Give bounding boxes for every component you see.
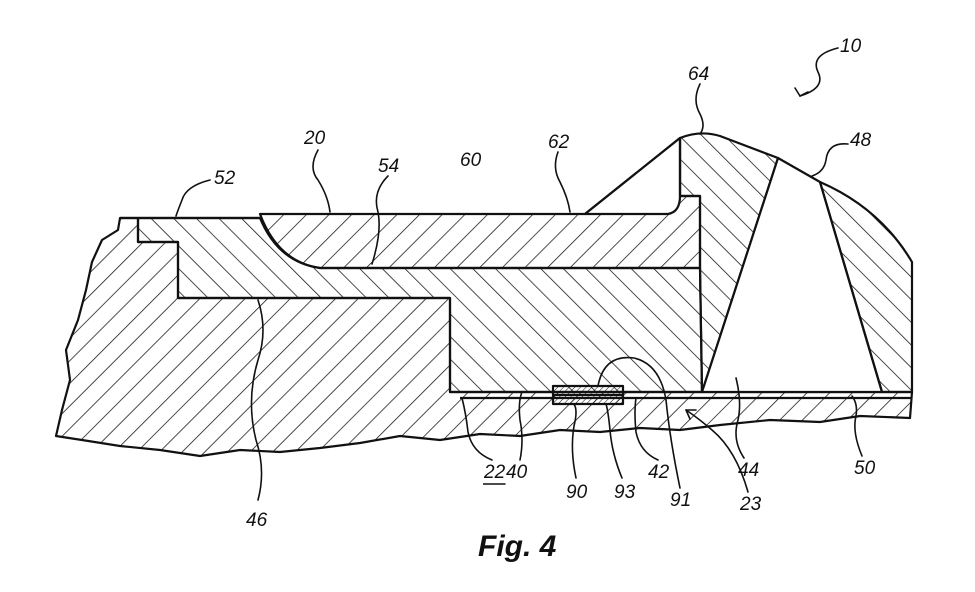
ref-label-46: 46	[246, 510, 268, 531]
leader-52	[176, 180, 210, 216]
plate-recess-62	[585, 138, 680, 214]
leader-10	[800, 48, 838, 96]
leader-48	[812, 144, 848, 176]
leader-62	[555, 152, 570, 212]
ref-label-90: 90	[566, 482, 588, 503]
ref-label-20: 20	[303, 128, 326, 149]
ref-label-50: 50	[854, 458, 876, 479]
leader-64	[696, 84, 703, 134]
ref-label-42: 42	[648, 462, 670, 483]
ref-label-60: 60	[460, 150, 482, 171]
ref-label-91: 91	[670, 490, 691, 511]
ref-label-23: 23	[739, 494, 762, 515]
arrow-10	[795, 88, 808, 96]
ref-label-40: 40	[506, 462, 528, 483]
ref-label-93: 93	[614, 482, 636, 503]
ref-label-62: 62	[548, 132, 570, 153]
leader-20	[313, 150, 330, 212]
ref-label-52: 52	[214, 168, 236, 189]
ref-label-64: 64	[688, 64, 709, 85]
ref-label-44: 44	[738, 460, 759, 481]
ref-label-54: 54	[378, 156, 399, 177]
ref-label-22: 22	[483, 462, 506, 483]
ref-label-48: 48	[850, 130, 872, 151]
ref-label-10: 10	[840, 36, 862, 57]
figure-caption: Fig. 4	[478, 530, 557, 563]
